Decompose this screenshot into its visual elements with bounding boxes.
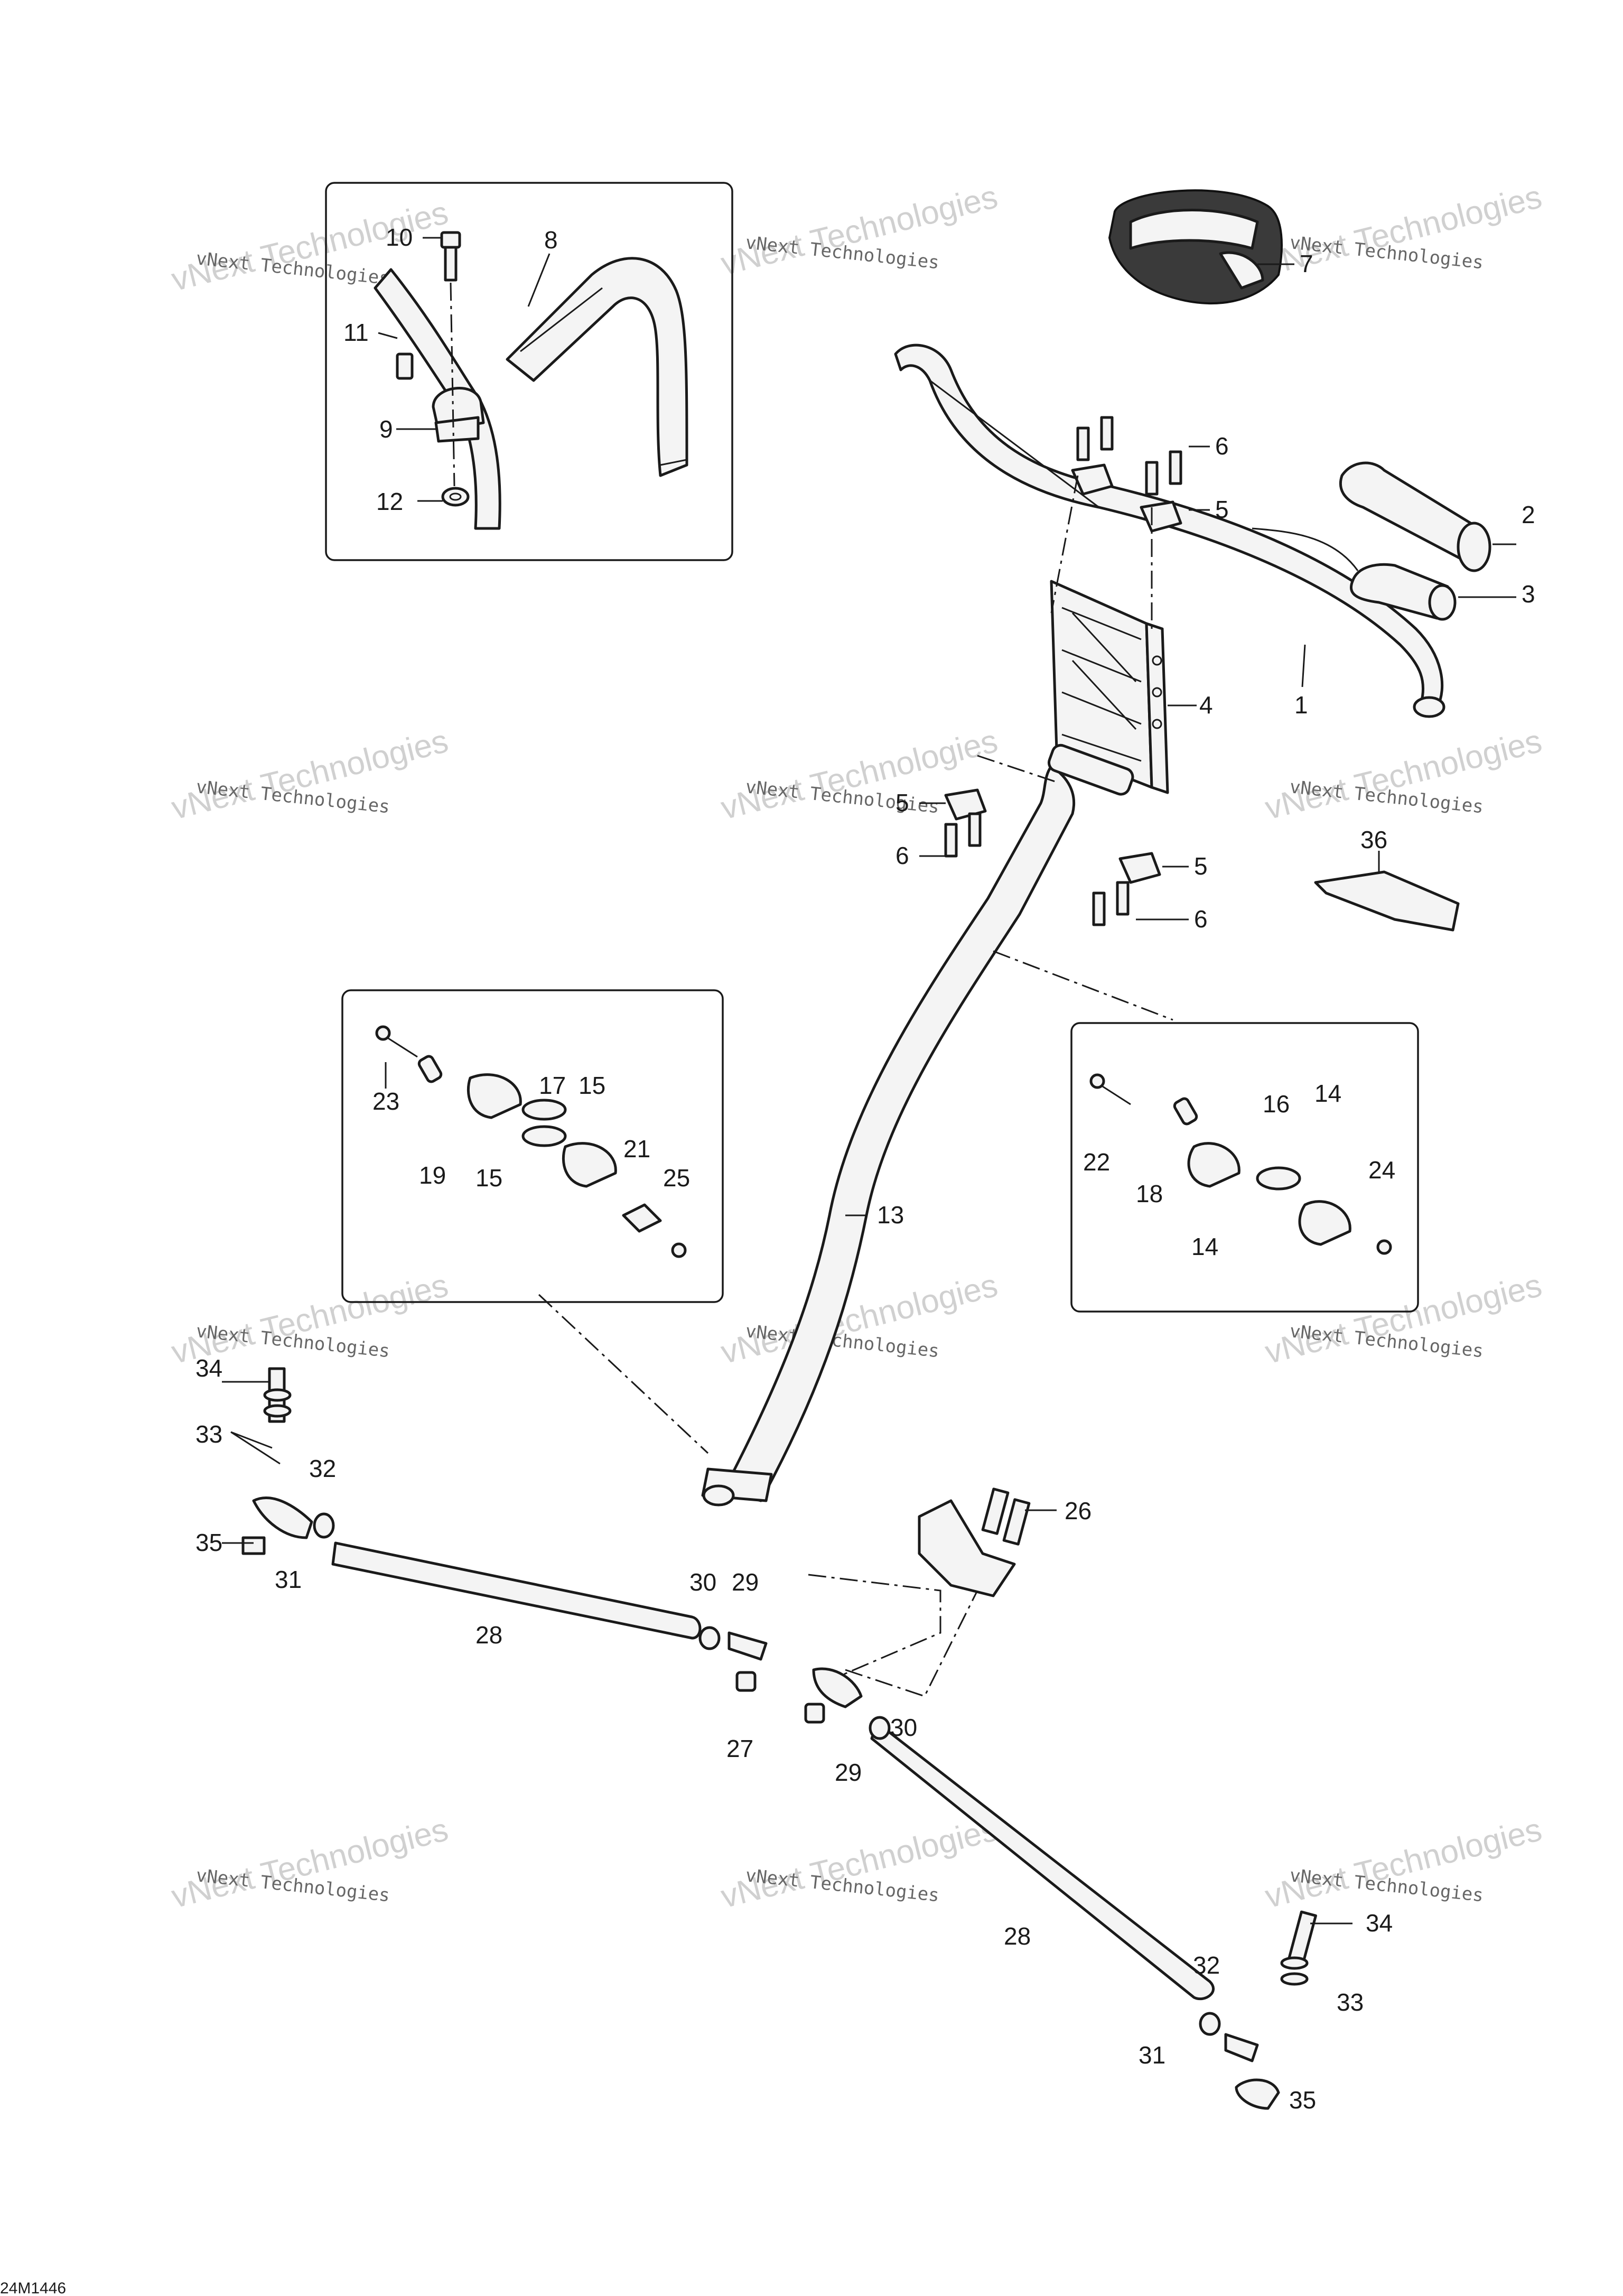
callout-6b: 6 xyxy=(896,842,909,869)
steering-bracket-part xyxy=(918,1488,1057,1597)
callout-5b: 5 xyxy=(896,789,909,816)
callout-29a: 29 xyxy=(732,1568,759,1596)
callout-34a: 34 xyxy=(195,1354,222,1382)
callout-17: 17 xyxy=(539,1072,566,1099)
callout-36: 36 xyxy=(1360,826,1387,853)
callout-28a: 28 xyxy=(475,1621,502,1649)
callout-24: 24 xyxy=(1368,1156,1395,1184)
watermark-large: vNext Technologies xyxy=(717,1811,1001,1916)
diagram-code: 24M1446 xyxy=(0,2280,66,2296)
callout-30a: 30 xyxy=(689,1568,716,1596)
callout-6c: 6 xyxy=(1194,905,1208,933)
callout-6a: 6 xyxy=(1215,432,1229,460)
throttle-part xyxy=(1252,527,1516,621)
callout-15a: 15 xyxy=(579,1072,605,1099)
upper-clamps xyxy=(1071,416,1210,533)
detail-box-grip xyxy=(325,182,733,561)
watermark-large: vNext Technologies xyxy=(717,179,1001,283)
callout-21: 21 xyxy=(623,1135,650,1163)
callout-34b: 34 xyxy=(1366,1909,1393,1937)
callout-5c: 5 xyxy=(1194,852,1208,880)
callout-26: 26 xyxy=(1065,1497,1092,1525)
callout-18: 18 xyxy=(1136,1180,1163,1207)
callout-22: 22 xyxy=(1083,1148,1110,1176)
callout-19: 19 xyxy=(419,1161,446,1189)
callout-27: 27 xyxy=(726,1735,753,1762)
callout-8: 8 xyxy=(544,226,558,254)
lower-clamps xyxy=(919,788,1189,926)
callout-14a: 14 xyxy=(1314,1080,1341,1107)
cover-part xyxy=(1108,189,1294,305)
callout-15b: 15 xyxy=(475,1164,502,1192)
callout-7: 7 xyxy=(1300,250,1313,277)
callout-32b: 32 xyxy=(1193,1951,1220,1979)
watermark-large: vNext Technologies xyxy=(717,1267,1001,1371)
watermarks: vNext Technologies vNext Technologies vN… xyxy=(168,179,1545,1916)
callout-9: 9 xyxy=(379,415,393,443)
callout-29b: 29 xyxy=(835,1759,862,1786)
callout-2: 2 xyxy=(1522,501,1535,528)
callout-16: 16 xyxy=(1263,1090,1290,1118)
watermark-large: vNext Technologies xyxy=(1262,723,1545,827)
callout-32a: 32 xyxy=(309,1455,336,1482)
plate-part xyxy=(1314,851,1460,932)
callout-5a: 5 xyxy=(1215,496,1229,523)
callout-23: 23 xyxy=(372,1087,399,1115)
callout-28b: 28 xyxy=(1004,1922,1031,1950)
callout-35b: 35 xyxy=(1289,2086,1316,2114)
callout-12: 12 xyxy=(376,488,403,515)
callout-30b: 30 xyxy=(890,1714,917,1741)
watermark-large: vNext Technologies xyxy=(1262,1811,1545,1916)
riser-part xyxy=(1050,580,1197,794)
callout-3: 3 xyxy=(1522,580,1535,608)
callout-33b: 33 xyxy=(1337,1988,1364,2016)
handlebar-part xyxy=(894,343,1445,718)
detail-box-left xyxy=(341,989,724,1303)
callout-31b: 31 xyxy=(1139,2041,1165,2069)
callout-14b: 14 xyxy=(1191,1233,1218,1260)
tie-rod-right xyxy=(735,1667,1352,2110)
detail-box-right xyxy=(1070,1022,1419,1313)
callout-25: 25 xyxy=(663,1164,690,1192)
watermark-large: vNext Technologies xyxy=(168,1811,452,1916)
tie-rod-left xyxy=(222,1367,768,1661)
callout-13: 13 xyxy=(877,1201,904,1229)
steering-column-part xyxy=(701,743,1134,1507)
watermark-large: vNext Technologies xyxy=(1262,1267,1545,1371)
callout-31a: 31 xyxy=(275,1566,302,1593)
watermark-large: vNext Technologies xyxy=(168,723,452,827)
grip-right xyxy=(1339,461,1516,572)
callout-35a: 35 xyxy=(195,1529,222,1556)
grip-part xyxy=(506,257,688,477)
connector-lines xyxy=(538,475,1173,1697)
callout-33a: 33 xyxy=(195,1420,222,1448)
callout-11: 11 xyxy=(343,319,369,346)
callout-1: 1 xyxy=(1294,691,1308,719)
callout-4: 4 xyxy=(1199,691,1213,719)
callout-10: 10 xyxy=(386,224,413,251)
callout-labels: 1 2 3 4 5 5 5 6 6 6 7 8 9 10 11 12 13 14… xyxy=(195,224,1535,2114)
